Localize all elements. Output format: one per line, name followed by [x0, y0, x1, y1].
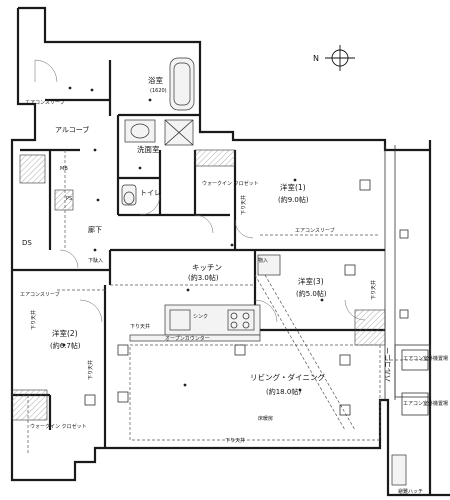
compass-icon: N — [313, 45, 355, 71]
label-ds: DS — [22, 239, 32, 247]
label-sink: シンク — [193, 314, 208, 320]
label-walkin-closet-2: ウォークイン クロゼット — [30, 423, 87, 430]
label-emergency: 避難ハッチ — [398, 488, 423, 495]
room-size-living: (約18.0帖) — [266, 387, 301, 396]
interior-walls — [12, 60, 385, 448]
room-name-alcove: アルコーブ — [55, 125, 89, 134]
bath-fixtures — [121, 57, 195, 206]
label-walkin-closet-1: ウォークイン クロゼット — [202, 180, 259, 187]
small-labels: MB PS DS 下駄入 ウォークイン クロゼット ウォークイン クロゼット オ… — [20, 99, 448, 495]
room-name-hallway: 廊下 — [88, 225, 102, 234]
label-aircon-sleeve-1: エアコンスリーブ — [20, 291, 60, 298]
label-mb: MB — [60, 166, 68, 172]
compass-label: N — [313, 54, 319, 63]
kitchen-fixtures — [129, 254, 281, 342]
balcony-area — [385, 344, 431, 486]
room-name-living: リビング・ダイニング — [250, 372, 325, 382]
room-name-western3: 洋室(3) — [298, 276, 324, 286]
label-ceiling-1: 下り天井 — [130, 323, 150, 330]
room-size-western2: (約6.7帖) — [50, 341, 81, 350]
room-name-western1: 洋室(1) — [280, 182, 306, 192]
room-size-bathroom: (1620) — [150, 88, 167, 94]
room-name-washroom: 洗面室 — [137, 144, 160, 154]
room-name-toilet: トイレ — [140, 189, 161, 197]
label-ceiling-2: 下り天井 — [225, 437, 245, 444]
outer-walls — [10, 6, 450, 497]
room-name-western2: 洋室(2) — [52, 328, 78, 338]
door-swings — [34, 59, 366, 323]
room-size-kitchen: (約3.0帖) — [188, 273, 219, 282]
ceiling-lines — [27, 150, 381, 455]
label-ceiling-5: 下り天井 — [87, 360, 94, 380]
label-storage: 物入 — [258, 257, 268, 264]
outlet-markers — [84, 179, 409, 416]
label-aircon-sleeve-2: エアコンスリーブ — [295, 227, 335, 234]
room-size-western1: (約9.0帖) — [278, 195, 309, 204]
label-floor-heating: 床暖房 — [258, 415, 273, 422]
label-ceiling-3: 下り天井 — [30, 310, 37, 330]
room-name-balcony: バルコニー — [384, 347, 392, 382]
shafts — [11, 149, 386, 421]
label-ps: PS — [66, 196, 72, 202]
label-shoes: 下駄入 — [88, 257, 103, 264]
label-outdoor-unit-2: エアコン室外機置場 — [403, 400, 448, 407]
room-size-western3: (約5.0帖) — [296, 289, 327, 298]
label-aircon-sleeve-3: エアコンスリーブ — [25, 99, 65, 106]
label-ceiling-4: 下り天井 — [240, 195, 247, 215]
room-name-kitchen: キッチン — [192, 263, 222, 272]
room-labels: 浴室 (1620) 洗面室 トイレ アルコーブ 廊下 洋室(1) (約9.0帖)… — [50, 75, 392, 396]
label-counter: オープンカウンター — [165, 335, 210, 342]
light-dots — [62, 86, 324, 392]
room-name-bathroom: 浴室 — [148, 75, 163, 85]
label-outdoor-unit-1: エアコン室外機置場 — [403, 355, 448, 362]
label-ceiling-6: 下り天井 — [370, 280, 377, 300]
